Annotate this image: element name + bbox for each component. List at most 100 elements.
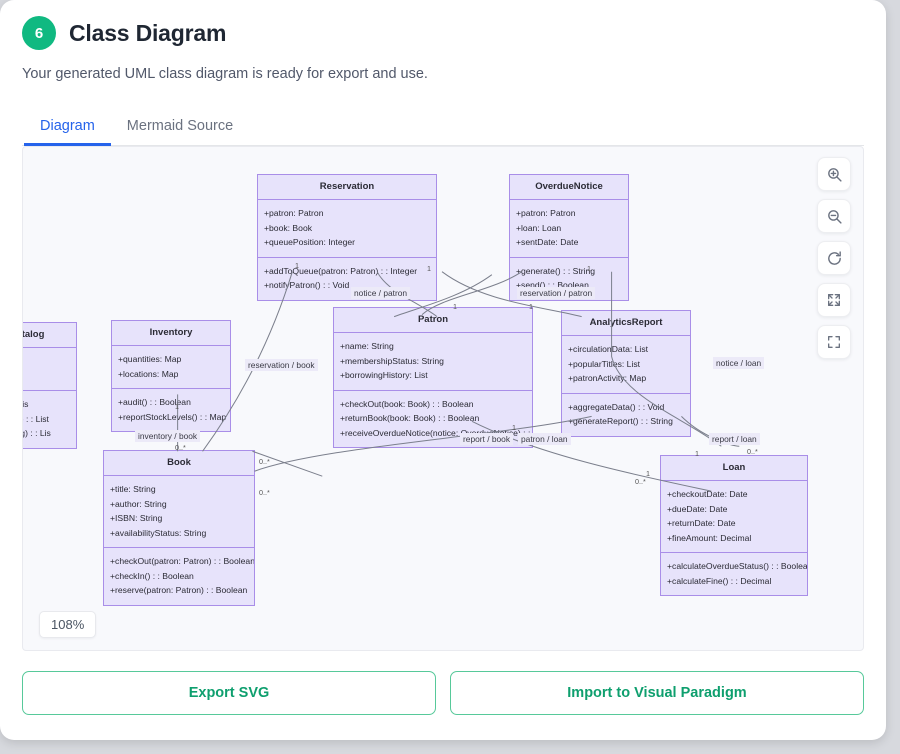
uml-attributes: +quantities: Map +locations: Map <box>112 346 230 389</box>
uml-method: +receiveOverdueNotice(notice: OverdueNot… <box>340 427 533 438</box>
uml-attribute: +availabilityStatus: String <box>110 527 207 538</box>
import-visual-paradigm-button[interactable]: Import to Visual Paradigm <box>450 671 864 715</box>
action-bar: Export SVG Import to Visual Paradigm <box>0 651 886 715</box>
uml-method: +checkOut(patron: Patron) : : Boolean <box>110 556 255 566</box>
uml-method: +aggregateData() : : Void <box>568 401 665 412</box>
fit-to-screen-icon[interactable] <box>817 283 851 317</box>
uml-class-reservation[interactable]: Reservation +patron: Patron +book: Book … <box>257 174 437 301</box>
uml-attribute: +popularTitles: List <box>568 358 641 369</box>
uml-attribute: +returnDate: Date <box>667 518 736 528</box>
edge-label-inventory-book: inventory / book <box>135 430 201 442</box>
uml-methods: +calculateOverdueStatus() : : Boolean +c… <box>661 553 807 595</box>
fullscreen-icon[interactable] <box>817 325 851 359</box>
uml-method: +checkOut(book: Book) : : Boolean <box>340 398 474 409</box>
uml-method: +send() : : Boolean <box>516 280 589 290</box>
panel-header: 6 Class Diagram Your generated UML class… <box>0 0 886 146</box>
zoom-controls <box>817 157 851 359</box>
multiplicity: 1 <box>175 402 179 411</box>
uml-attribute: +title: String <box>110 484 156 494</box>
uml-attribute: +ISBN: String <box>110 513 163 523</box>
multiplicity: 1 <box>587 264 591 273</box>
uml-class-name: Catalog <box>23 323 76 348</box>
zoom-in-icon[interactable] <box>817 157 851 191</box>
multiplicity: 0..* <box>635 477 646 486</box>
edge-label-reservation-book: reservation / book <box>245 359 318 371</box>
multiplicity: 0..* <box>175 443 186 452</box>
uml-methods: +checkOut(book: Book) : : Boolean +retur… <box>334 391 532 448</box>
uml-class-analyticsreport[interactable]: AnalyticsReport +circulationData: List +… <box>561 310 691 437</box>
export-svg-button[interactable]: Export SVG <box>22 671 436 715</box>
uml-attribute: +sentDate: Date <box>516 237 579 247</box>
uml-attribute: +fineAmount: Decimal <box>667 532 752 543</box>
tab-diagram[interactable]: Diagram <box>24 110 111 146</box>
uml-attribute: +checkoutDate: Date <box>667 489 748 499</box>
uml-methods: +audit() : : Boolean +reportStockLevels(… <box>112 389 230 431</box>
multiplicity: 0..* <box>747 447 758 456</box>
tab-mermaid-source[interactable]: Mermaid Source <box>126 118 234 134</box>
uml-attributes: +checkoutDate: Date +dueDate: Date +retu… <box>661 481 807 553</box>
uml-attributes: +patron: Patron +loan: Loan +sentDate: D… <box>510 200 628 258</box>
uml-attributes: +patron: Patron +book: Book +queuePositi… <box>258 200 436 258</box>
uml-attribute: +circulationData: List <box>568 344 649 354</box>
uml-class-inventory[interactable]: Inventory +quantities: Map +locations: M… <box>111 320 231 432</box>
uml-attribute: +name: String <box>340 341 394 351</box>
multiplicity: 1 <box>512 423 516 432</box>
title-row: 6 Class Diagram <box>22 16 864 50</box>
uml-method: ... : String) : : List <box>23 413 49 424</box>
uml-class-patron[interactable]: Patron +name: String +membershipStatus: … <box>333 307 533 448</box>
uml-methods: +addToQueue(patron: Patron) : : Integer … <box>258 258 436 300</box>
uml-method: +generateReport() : : String <box>568 416 673 426</box>
multiplicity: 1 <box>646 469 650 478</box>
uml-method: +reportStockLevels() : : Map <box>118 411 227 422</box>
edge-label-notice-loan: notice / loan <box>713 357 765 369</box>
uml-class-name: AnalyticsReport <box>562 311 690 336</box>
uml-method: +addToQueue(patron: Patron) : : Integer <box>264 265 418 276</box>
uml-method: ...ct: String) : : Lis <box>23 428 51 438</box>
multiplicity: 1 <box>695 449 699 458</box>
uml-method: ...ing) : : Lis <box>22 399 29 409</box>
edge-label-report-loan: report / loan <box>709 433 760 445</box>
uml-class-catalog[interactable]: Catalog +...g ...ing) : : Lis ... : Stri… <box>22 322 77 449</box>
edge-label-notice-patron: notice / patron <box>351 287 411 299</box>
uml-attribute: +queuePosition: Integer <box>264 237 356 247</box>
uml-class-name: OverdueNotice <box>510 175 628 200</box>
uml-method: +audit() : : Boolean <box>118 397 191 407</box>
step-badge: 6 <box>22 16 56 50</box>
uml-methods: ...ing) : : Lis ... : String) : : List .… <box>22 391 76 448</box>
multiplicity: 1 <box>453 302 457 311</box>
uml-attribute: +locations: Map <box>118 368 179 379</box>
reset-view-icon[interactable] <box>817 241 851 275</box>
uml-method: +reserve(patron: Patron) : : Boolean <box>110 585 248 595</box>
multiplicity: 1 <box>427 264 431 273</box>
uml-attribute: +quantities: Map <box>118 354 182 364</box>
uml-class-name: Inventory <box>112 321 230 346</box>
uml-class-overduenotice[interactable]: OverdueNotice +patron: Patron +loan: Loa… <box>509 174 629 301</box>
multiplicity: 1 <box>529 302 533 311</box>
panel-subtitle: Your generated UML class diagram is read… <box>22 66 428 82</box>
diagram-viewport[interactable]: Catalog +...g ...ing) : : Lis ... : Stri… <box>23 147 863 650</box>
uml-method: +checkIn() : : Boolean <box>110 570 194 581</box>
uml-method: +notifyPatron() : : Void <box>264 280 350 290</box>
uml-class-book[interactable]: Book +title: String +author: String +ISB… <box>103 450 255 606</box>
uml-class-loan[interactable]: Loan +checkoutDate: Date +dueDate: Date … <box>660 455 808 596</box>
diagram-canvas[interactable]: Catalog +...g ...ing) : : Lis ... : Stri… <box>22 146 864 651</box>
edge-label-reservation-patron: reservation / patron <box>517 287 596 299</box>
uml-attribute: +borrowingHistory: List <box>340 370 428 380</box>
uml-method: +generate() : : String <box>516 265 596 276</box>
uml-method: +returnBook(book: Book) : : Boolean <box>340 413 480 423</box>
class-diagram-panel: 6 Class Diagram Your generated UML class… <box>0 0 886 740</box>
zoom-level-badge: 108% <box>39 611 97 638</box>
uml-class-name: Reservation <box>258 175 436 200</box>
uml-attribute: +patron: Patron <box>264 208 324 218</box>
zoom-out-icon[interactable] <box>817 199 851 233</box>
uml-attribute: +author: String <box>110 498 167 509</box>
multiplicity: 0..* <box>259 457 270 466</box>
page-title: Class Diagram <box>69 19 227 46</box>
uml-class-name: Patron <box>334 308 532 333</box>
edge-label-report-book: report / book <box>460 433 514 445</box>
tab-bar: Diagram Mermaid Source <box>22 110 864 146</box>
uml-class-name: Book <box>104 451 254 476</box>
edge-label-patron-loan: patron / loan <box>518 433 571 445</box>
uml-attributes: +circulationData: List +popularTitles: L… <box>562 336 690 394</box>
multiplicity: 0..* <box>259 488 270 497</box>
